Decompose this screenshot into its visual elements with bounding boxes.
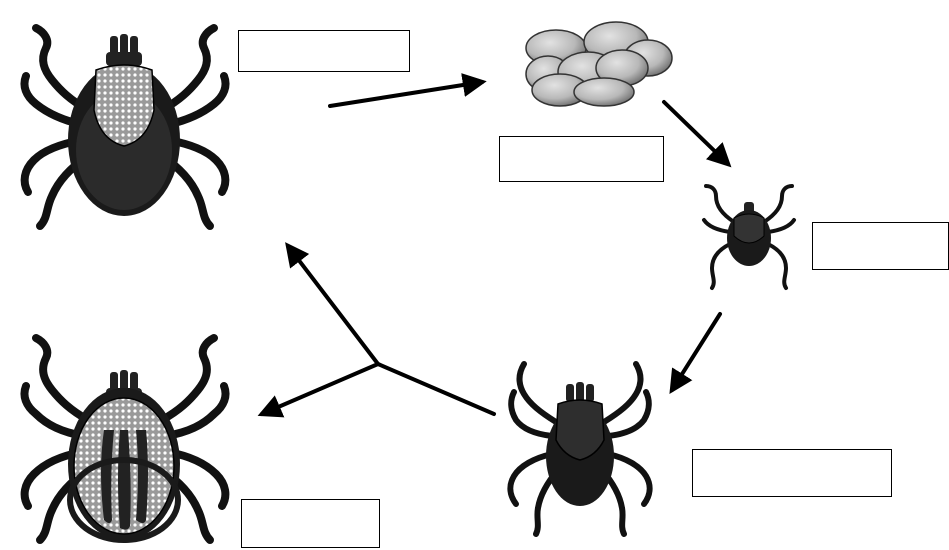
- cycle-arrows: [257, 73, 732, 418]
- arrow-larva-to-nymph: [669, 312, 722, 395]
- arrow-branch-to-adult-female: [285, 242, 380, 366]
- larva-tick-illustration: [702, 184, 796, 290]
- label-box-nymph[interactable]: [692, 449, 892, 497]
- arrow-eggs-to-larva: [662, 100, 732, 168]
- adult-male-tick-illustration: [20, 334, 230, 544]
- adult-female-tick-illustration: [20, 24, 230, 230]
- label-box-adult-female[interactable]: [238, 30, 410, 72]
- tick-eggs-illustration: [525, 21, 673, 107]
- nymph-tick-illustration: [507, 361, 653, 537]
- label-box-larva[interactable]: [812, 222, 949, 270]
- label-box-adult-male[interactable]: [241, 499, 380, 548]
- arrow-adult-to-eggs: [328, 73, 487, 108]
- label-box-eggs[interactable]: [499, 136, 664, 182]
- arrow-nymph-to-branch: [376, 362, 496, 416]
- arrow-branch-to-adult-male: [257, 362, 380, 418]
